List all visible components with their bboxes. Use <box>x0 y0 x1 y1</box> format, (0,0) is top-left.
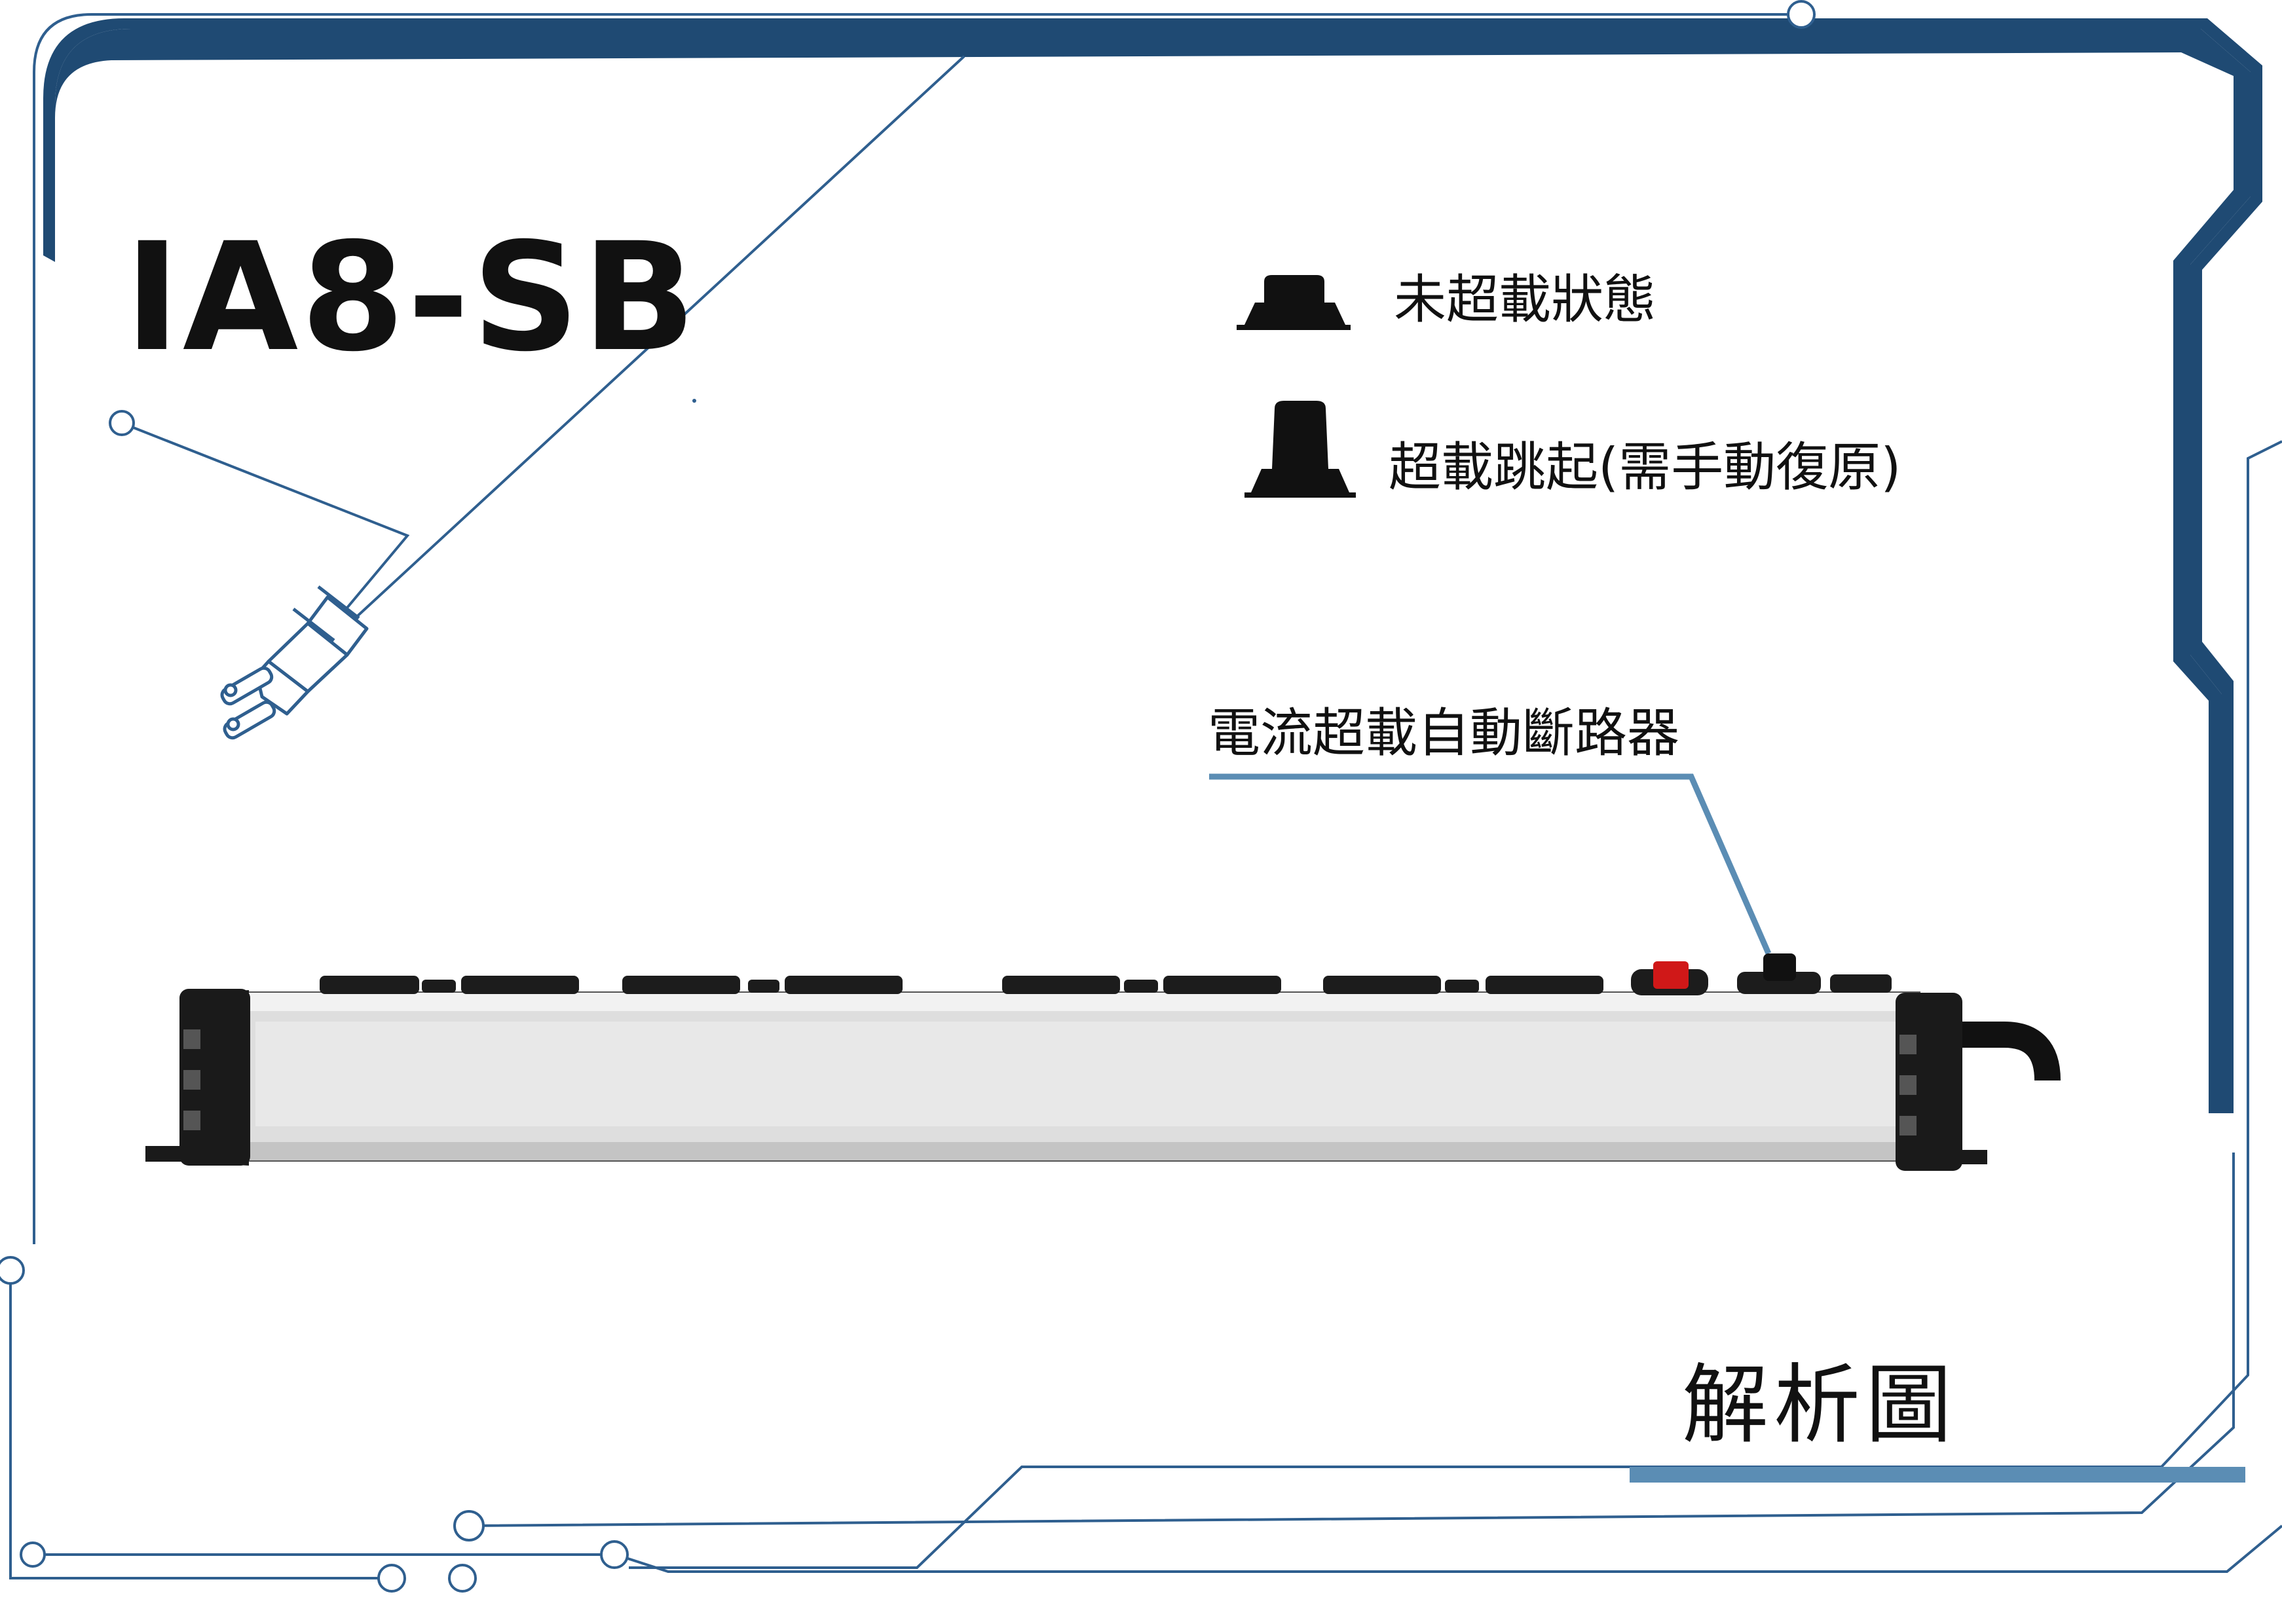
legend-not-overloaded-label: 未超載狀態 <box>1394 269 1656 330</box>
legend-overload-tripped-label: 超載跳起(需手動復原) <box>1389 437 1901 498</box>
outlet-row <box>320 974 1892 994</box>
outlet <box>622 976 740 994</box>
power-cord <box>1962 1022 2061 1081</box>
outlet-separator <box>1124 980 1158 993</box>
frame-node <box>377 1564 406 1593</box>
frame-node <box>600 1540 629 1569</box>
power-strip-highlight <box>255 1022 1899 1126</box>
power-plug-icon <box>220 585 369 740</box>
outlet <box>785 976 903 994</box>
breaker-button-tripped-icon <box>1244 401 1356 498</box>
power-strip <box>145 953 2061 1171</box>
frame-bottom-line <box>33 1524 2282 1573</box>
endcap-groove <box>1899 1116 1917 1135</box>
power-strip-right-foot <box>1958 1150 1987 1164</box>
frame-node <box>1787 0 1816 29</box>
diagram-title: 解析圖 <box>1682 1355 1957 1456</box>
endcap-groove <box>1899 1035 1917 1054</box>
breaker-callout-line <box>1209 773 1772 955</box>
outlet-separator <box>1445 980 1479 993</box>
diagram-title-underline <box>1630 1467 2245 1483</box>
breaker-callout-label: 電流超載自動斷路器 <box>1208 703 1679 764</box>
frame-node <box>20 1541 46 1568</box>
decorative-dot <box>692 399 696 403</box>
power-strip-left-foot <box>145 1146 185 1162</box>
frame-node <box>109 410 135 436</box>
model-name: IA8-SB <box>124 210 699 384</box>
endcap-groove <box>183 1029 200 1049</box>
outlet-separator <box>748 980 779 993</box>
breaker-button-icon <box>1763 953 1796 981</box>
outlet-separator <box>1830 974 1892 993</box>
breaker-housing <box>1737 972 1821 994</box>
power-strip-bottom-edge <box>242 1142 1919 1160</box>
breaker-button-normal-icon <box>1237 275 1351 330</box>
outlet <box>320 976 419 994</box>
frame-left-line <box>9 1270 392 1579</box>
outlet <box>1323 976 1441 994</box>
frame-node <box>0 1256 25 1285</box>
power-switch-red <box>1653 961 1689 989</box>
endcap-groove <box>1899 1075 1917 1095</box>
outlet <box>1163 976 1281 994</box>
frame-outer-line <box>33 13 1801 1244</box>
frame-top-band <box>43 18 2262 1113</box>
frame-top-band-inner <box>55 29 2251 1113</box>
endcap-groove <box>183 1111 200 1130</box>
outlet <box>461 976 579 994</box>
outlet <box>1002 976 1120 994</box>
frame-node <box>448 1564 477 1593</box>
outlet-separator <box>422 980 456 993</box>
cord-line <box>352 55 965 621</box>
frame-node <box>453 1510 485 1541</box>
cord-line-2 <box>121 422 410 617</box>
outlet <box>1486 976 1603 994</box>
power-strip-top-edge <box>242 993 1919 1011</box>
endcap-groove <box>183 1070 200 1090</box>
